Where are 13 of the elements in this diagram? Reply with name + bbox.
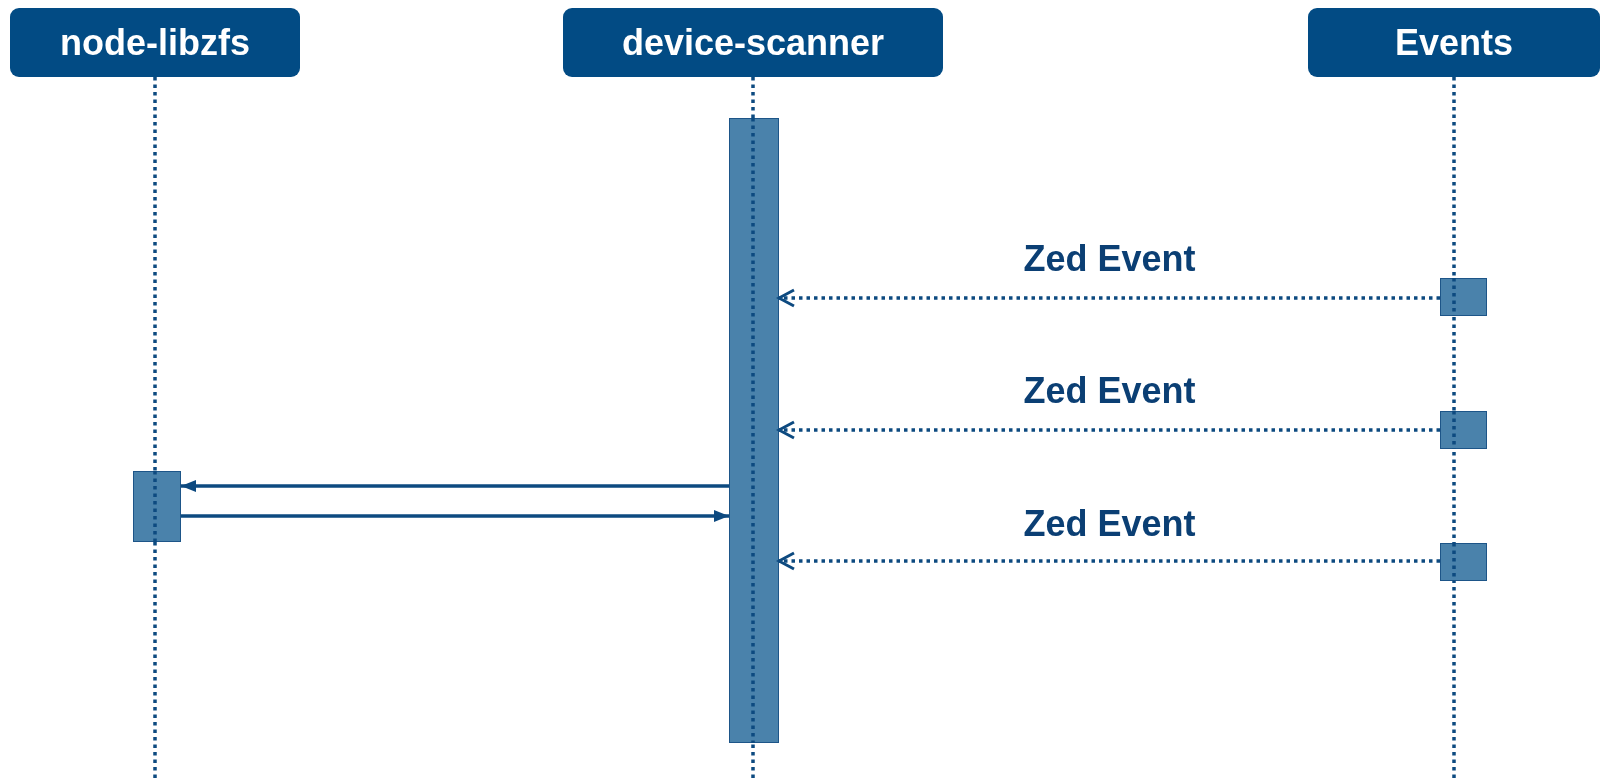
activation-bar: [1440, 278, 1487, 316]
participant-box: device-scanner: [563, 8, 943, 77]
participant-box: node-libzfs: [10, 8, 300, 77]
participant-box: Events: [1308, 8, 1600, 77]
activation-bar: [729, 118, 779, 743]
arrow: [777, 288, 1440, 308]
arrow: [181, 510, 729, 522]
arrow: [777, 420, 1440, 440]
arrow: [181, 480, 729, 492]
activation-bar: [1440, 411, 1487, 449]
arrow: [777, 551, 1440, 571]
activation-bar: [133, 471, 181, 542]
activation-bar: [1440, 543, 1487, 581]
